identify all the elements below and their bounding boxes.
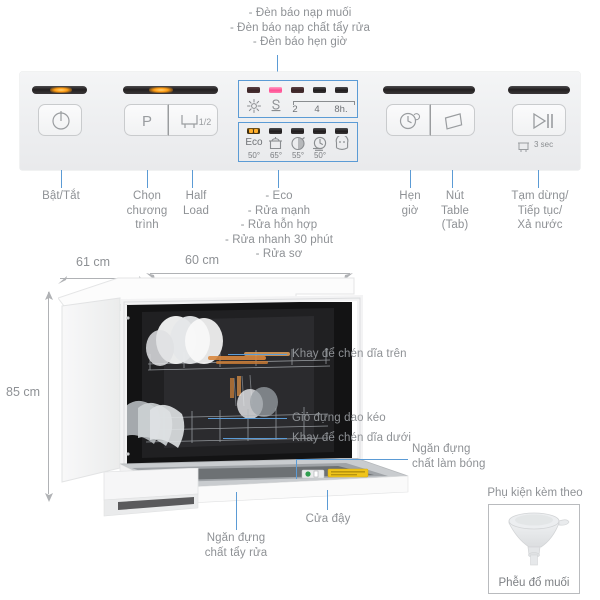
led-delay-8h	[335, 87, 348, 93]
program-temp-eco: 50°	[247, 151, 261, 160]
led-salt	[247, 87, 260, 93]
delay-mark-4h: 4	[314, 104, 320, 115]
leader-line-indicators	[277, 55, 279, 79]
led-prewash	[335, 128, 348, 134]
label-half-load: Half Load	[183, 190, 209, 217]
label-upper-basket: Khay để chén dĩa trên	[292, 348, 407, 360]
label-door: Cửa đậy	[305, 513, 351, 525]
delay-button[interactable]	[386, 104, 430, 136]
cavity-frame	[121, 294, 363, 479]
dim-arrow-height-top	[44, 288, 54, 306]
label-delay: Hẹn giờ	[399, 190, 421, 217]
rinse-aid-dispenser	[327, 468, 369, 478]
leader-line-tab	[452, 170, 454, 188]
led-rinse-aid	[269, 87, 282, 93]
led-rapid	[313, 128, 326, 134]
svg-text:P: P	[142, 113, 152, 130]
leader-line-lower-basket	[223, 438, 287, 440]
led-mixed	[291, 128, 304, 134]
detergent-dispenser	[301, 469, 325, 479]
accessory-item-label: Phễu đổ muối	[498, 577, 570, 589]
dim-label-depth: 61 cm	[76, 255, 111, 269]
dim-label-height: 85 cm	[6, 385, 41, 399]
label-lower-basket: Khay để chén dĩa dưới	[292, 432, 411, 444]
label-cutlery-basket: Giỏ đựng dao kéo	[292, 412, 386, 424]
delay-scale-bar	[293, 101, 355, 105]
delay-clock-icon	[399, 112, 421, 130]
half-load-icon: 1/2	[181, 115, 212, 128]
leader-line-cutlery-basket	[208, 418, 287, 420]
led-power	[32, 86, 87, 94]
play-pause-icon	[533, 112, 553, 130]
led-eco	[247, 128, 260, 134]
leader-line-programs	[278, 170, 280, 188]
dim-arrow-height-bottom	[44, 489, 54, 507]
dim-arrow-depth-left	[58, 273, 67, 291]
dim-line-height	[48, 292, 49, 494]
program-temp-mixed: 55°	[291, 151, 305, 160]
led-delay-2h	[291, 87, 304, 93]
dim-line-depth	[60, 278, 146, 279]
delay-mark-8h: 8h.	[334, 104, 348, 115]
label-rinse-aid: Ngăn đựng chất làm bóng	[412, 443, 486, 470]
program-temp-intensive: 65°	[269, 151, 283, 160]
label-program: Chọn chương trình	[126, 190, 168, 231]
leader-line-rinse-aid-h	[296, 459, 408, 461]
leader-line-rinse-aid-v	[296, 459, 298, 479]
drain-icon	[518, 142, 529, 152]
leader-line-upper-basket	[228, 354, 287, 356]
program-indicator-box: Eco	[238, 122, 358, 162]
leader-line-delay	[410, 170, 412, 188]
salt-icon	[247, 99, 261, 113]
dim-label-width: 60 cm	[185, 253, 220, 267]
start-pause-button[interactable]	[512, 104, 566, 136]
label-start-pause: Tạm dừng/ Tiếp tục/ Xả nước	[511, 190, 569, 231]
dim-line-width	[150, 273, 350, 274]
leader-line-power	[61, 170, 63, 188]
label-detergent: Ngăn đựng chất tẩy rửa	[204, 532, 268, 559]
tab-button[interactable]	[430, 104, 475, 136]
program-button[interactable]: P	[124, 104, 168, 136]
program-temp-rapid: 50°	[313, 151, 327, 160]
svg-text:1/2: 1/2	[199, 117, 212, 127]
tab-icon	[444, 113, 463, 130]
leader-line-program	[147, 170, 149, 188]
program-p-icon: P	[142, 113, 152, 130]
annotation-indicator-lights: - Đèn báo nạp muối - Đèn báo nạp chất tẩ…	[229, 7, 371, 48]
salt-funnel-icon	[508, 512, 570, 566]
label-tab: Nút Table (Tab)	[441, 190, 469, 231]
drain-hint-label: 3 sec	[534, 140, 554, 149]
rinse-aid-icon	[271, 99, 281, 112]
accessory-caption: Phụ kiện kèm theo	[487, 487, 583, 499]
dishwasher-illustration	[58, 272, 418, 522]
half-moon-icon	[291, 136, 305, 151]
pot-icon	[269, 137, 282, 150]
control-panel: P 1/2	[20, 72, 580, 170]
power-button[interactable]	[38, 104, 82, 136]
status-indicator-box: 2 4 8h.	[238, 80, 358, 118]
leader-line-start-pause	[538, 170, 540, 188]
leader-line-door	[327, 490, 329, 510]
label-power: Bật/Tắt	[42, 190, 80, 202]
power-icon	[52, 111, 70, 130]
leader-line-half-load	[192, 170, 194, 188]
accessory-box: Phễu đổ muối	[488, 504, 580, 594]
delay-mark-2h: 2	[292, 104, 298, 115]
half-load-button[interactable]: 1/2	[168, 104, 218, 136]
program-label-eco: Eco	[245, 137, 263, 148]
led-program	[123, 86, 218, 94]
prewash-icon	[335, 136, 349, 150]
leader-line-detergent	[236, 492, 238, 530]
rapid-icon	[313, 136, 327, 151]
led-start-pause	[508, 86, 570, 94]
led-delay-4h	[313, 87, 326, 93]
dishwasher-base	[103, 468, 199, 517]
led-intensive	[269, 128, 282, 134]
led-delay-tab	[383, 86, 475, 94]
label-program-list: - Eco - Rửa mạnh - Rửa hỗn hợp - Rửa nha…	[224, 190, 334, 260]
